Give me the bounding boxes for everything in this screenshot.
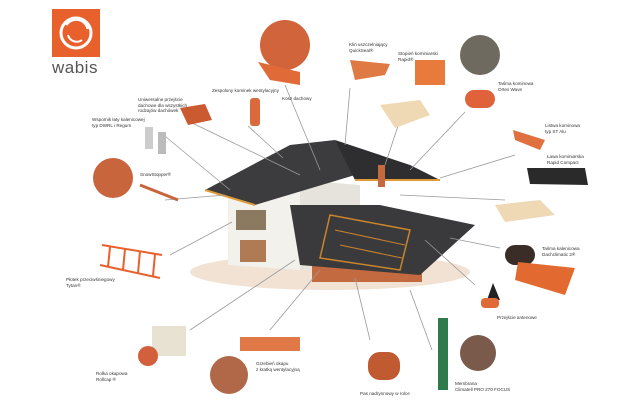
product-label-listwa: Listwa kominowa typ ST Alu bbox=[545, 123, 580, 134]
product-label-antena: Przejście antenowe bbox=[497, 315, 537, 320]
product-label-snowstopper: SnowStopper® bbox=[140, 172, 171, 177]
product-label-kominek: Zespolony kominek wentylacyjny bbox=[212, 88, 279, 93]
product-label-membrana: Membrana Climatell PRO 270 FOCUS bbox=[455, 381, 511, 392]
product-label-plotek: Płotek przeciwśniegowy Tytan® bbox=[66, 277, 115, 288]
brand-name: wabis bbox=[52, 58, 98, 77]
product-label-wspornik: Wspornik łaty kalenicowej typ DWRL i Reg… bbox=[92, 117, 145, 128]
product-label-tasma-kalenicowa: Taśma kalenicowa Dachclimatic 2® bbox=[542, 246, 580, 257]
product-images bbox=[93, 20, 588, 394]
product-label-tasma-kominowa: Taśma kominowa Ortex Wave bbox=[498, 81, 534, 92]
product-label-rolka: Rolka okapowa Rollcap ® bbox=[96, 371, 128, 382]
product-label-pas: Pas nadrynnowy w rolce bbox=[360, 391, 410, 396]
product-label-grzebien: Grzebień okapu z kratką wentylacyjną bbox=[256, 361, 300, 372]
product-label-przejscie: Uniwersalne przejście dachowe dla wszyst… bbox=[138, 97, 188, 114]
product-label-kosz: Kosz dachowy bbox=[282, 96, 312, 101]
product-label-lawa: Ława kominiarska Rapid Compact bbox=[547, 154, 584, 165]
wabis-logo-icon bbox=[52, 9, 100, 57]
product-label-stopien: Stopień kominiarski Rapid® bbox=[398, 51, 438, 62]
product-label-klin: Klin uszczelniający QuickSeal® bbox=[349, 42, 388, 53]
